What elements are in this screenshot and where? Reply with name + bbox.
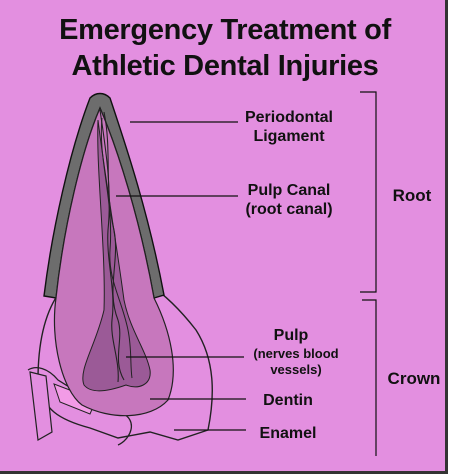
- label-dentin: Dentin: [238, 391, 338, 410]
- crown-bracket: [362, 300, 376, 456]
- label-periodontal-ligament: Periodontal Ligament: [224, 108, 354, 146]
- label-pulp-canal: Pulp Canal (root canal): [224, 181, 354, 219]
- label-crown: Crown: [382, 369, 446, 389]
- root-bracket: [360, 92, 376, 292]
- label-pulp: Pulp: [236, 326, 346, 345]
- label-pulp-note: (nerves blood vessels): [236, 346, 356, 378]
- label-root: Root: [382, 186, 442, 206]
- label-enamel: Enamel: [238, 424, 338, 443]
